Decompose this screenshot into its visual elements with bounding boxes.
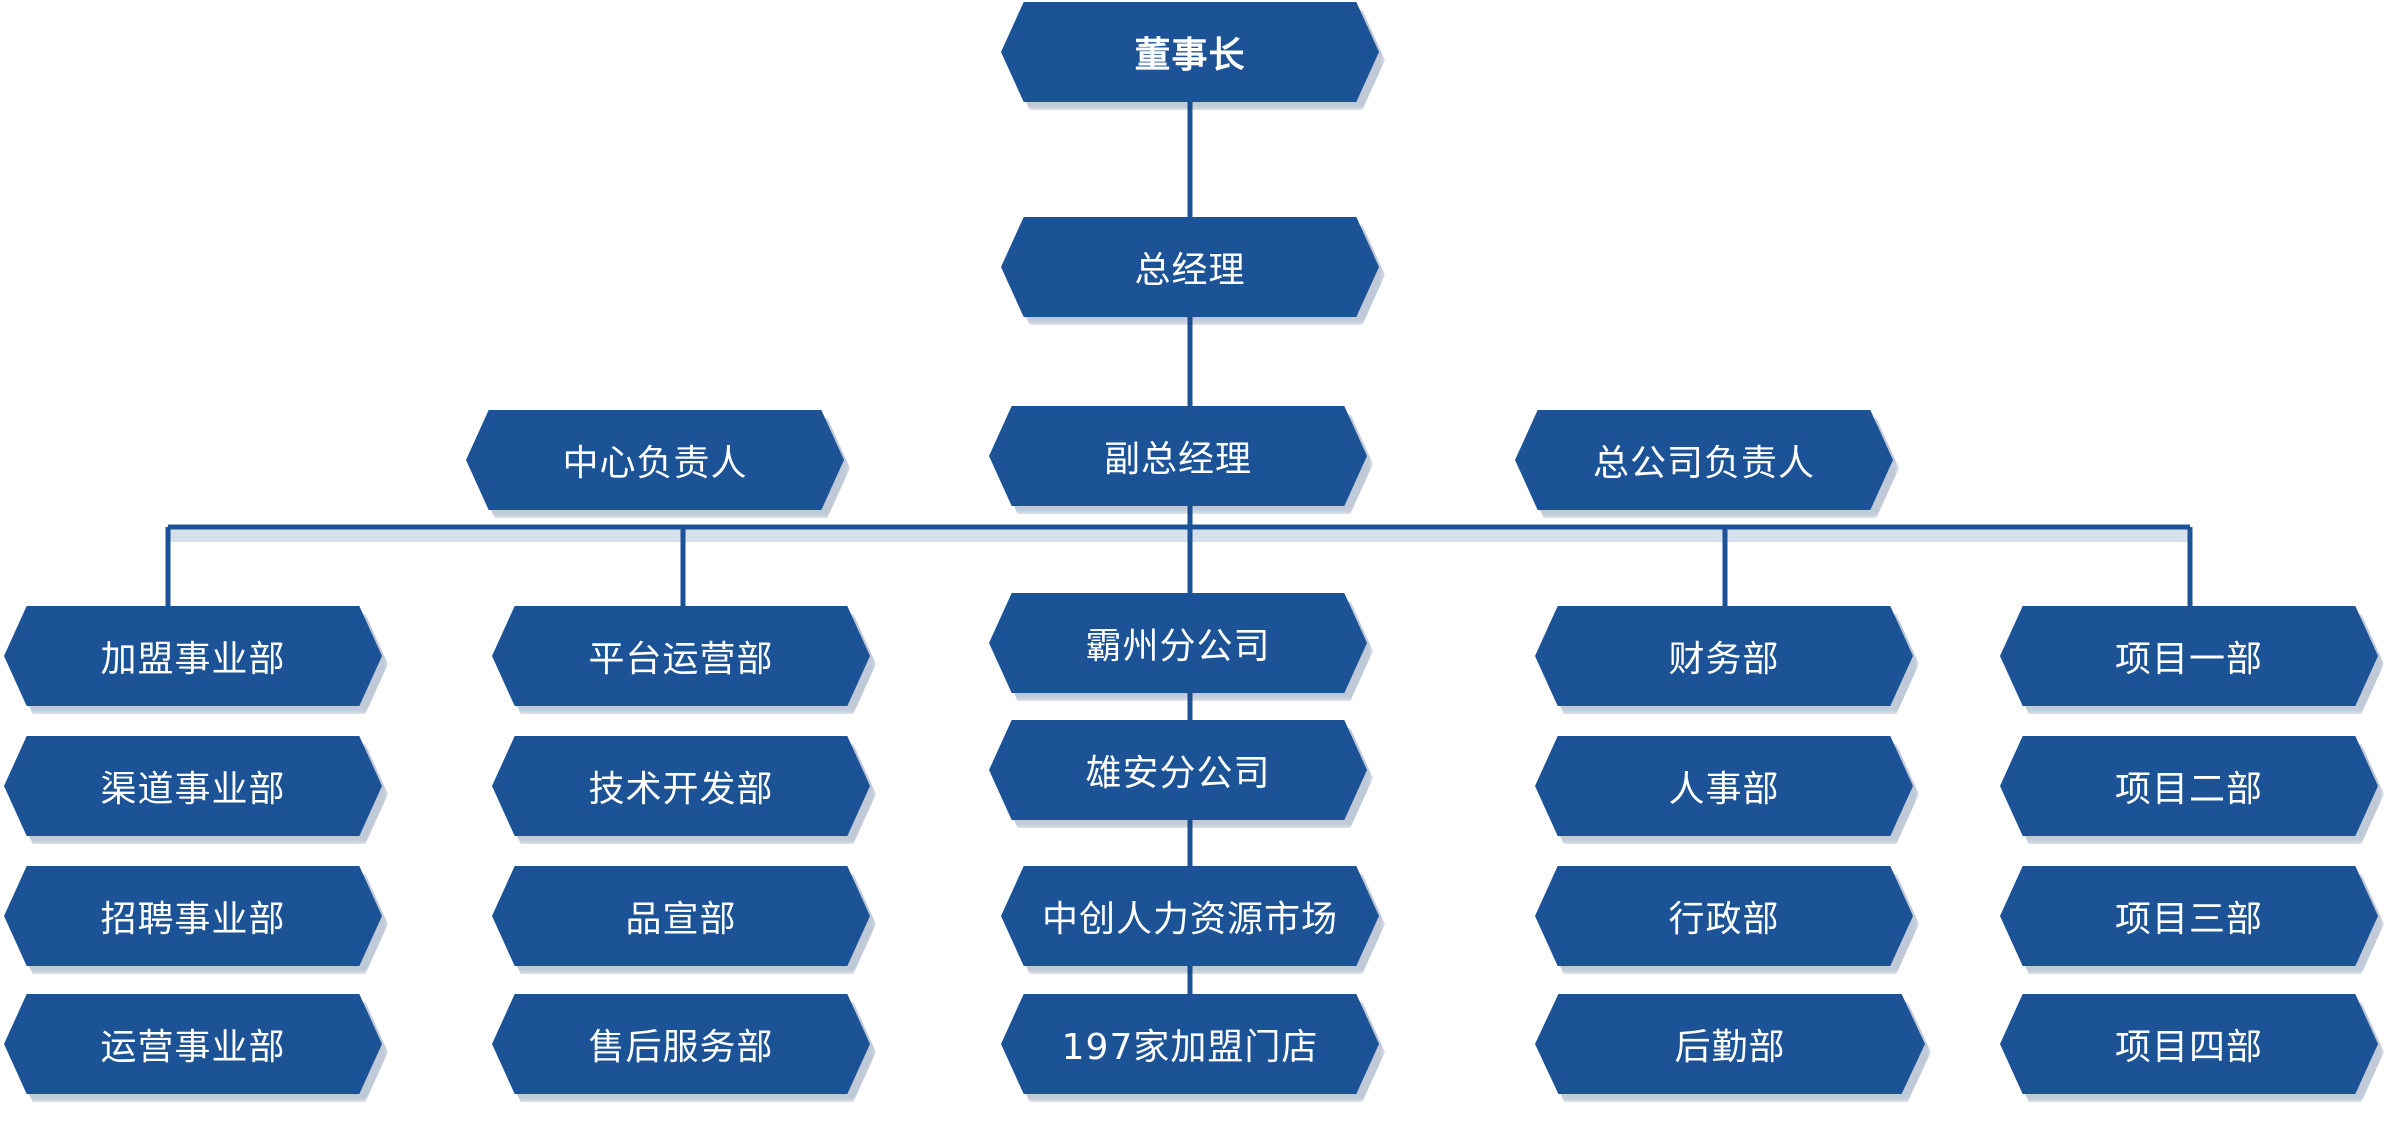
node-xiongan-branch: 雄安分公司 [989,720,1373,828]
node-label: 品宣部 [625,899,737,940]
node-label: 渠道事业部 [100,769,286,810]
node-project-3: 项目三部 [2000,866,2384,974]
node-chairman: 董事长 [1001,2,1385,110]
node-label: 总经理 [1134,250,1246,291]
node-hr-dept: 人事部 [1535,736,1919,844]
node-operations-dept: 运营事业部 [4,994,388,1102]
node-tech-dev: 技术开发部 [492,736,876,844]
node-admin-dept: 行政部 [1535,866,1919,974]
node-project-4: 项目四部 [2000,994,2384,1102]
node-label: 中创人力资源市场 [1041,899,1338,940]
node-label: 董事长 [1134,35,1246,76]
node-label: 行政部 [1668,899,1780,940]
node-hq-head: 总公司负责人 [1515,410,1899,518]
node-label: 运营事业部 [100,1027,286,1068]
node-label: 技术开发部 [588,769,774,810]
node-project-1: 项目一部 [2000,606,2384,714]
node-center-head: 中心负责人 [466,410,850,518]
node-logistics-dept: 后勤部 [1535,994,1931,1102]
node-finance-dept: 财务部 [1535,606,1919,714]
node-label: 加盟事业部 [100,639,286,680]
node-label: 项目四部 [2114,1027,2263,1068]
node-label: 霸州分公司 [1085,626,1271,667]
node-label: 招聘事业部 [100,899,286,940]
node-label: 副总经理 [1103,439,1252,480]
node-platform-ops: 平台运营部 [492,606,876,714]
node-label: 项目三部 [2114,899,2263,940]
node-franchise-stores: 197家加盟门店 [1001,994,1385,1102]
node-hr-market: 中创人力资源市场 [1001,866,1385,974]
node-label: 项目二部 [2114,769,2263,810]
node-label: 项目一部 [2114,639,2263,680]
node-label: 财务部 [1668,639,1780,680]
node-franchise-dept: 加盟事业部 [4,606,388,714]
node-deputy-gm: 副总经理 [989,406,1373,514]
node-bazhou-branch: 霸州分公司 [989,593,1373,701]
node-label: 后勤部 [1674,1027,1786,1068]
node-label: 售后服务部 [588,1027,774,1068]
node-project-2: 项目二部 [2000,736,2384,844]
node-label: 中心负责人 [562,443,748,484]
node-label: 197家加盟门店 [1061,1027,1319,1068]
node-after-sales: 售后服务部 [492,994,876,1102]
node-label: 人事部 [1668,769,1780,810]
node-label: 总公司负责人 [1592,443,1815,484]
node-channel-dept: 渠道事业部 [4,736,388,844]
node-general-manager: 总经理 [1001,217,1385,325]
node-label: 雄安分公司 [1085,753,1271,794]
node-label: 平台运营部 [588,639,774,680]
node-recruiting-dept: 招聘事业部 [4,866,388,974]
node-brand-promo: 品宣部 [492,866,876,974]
